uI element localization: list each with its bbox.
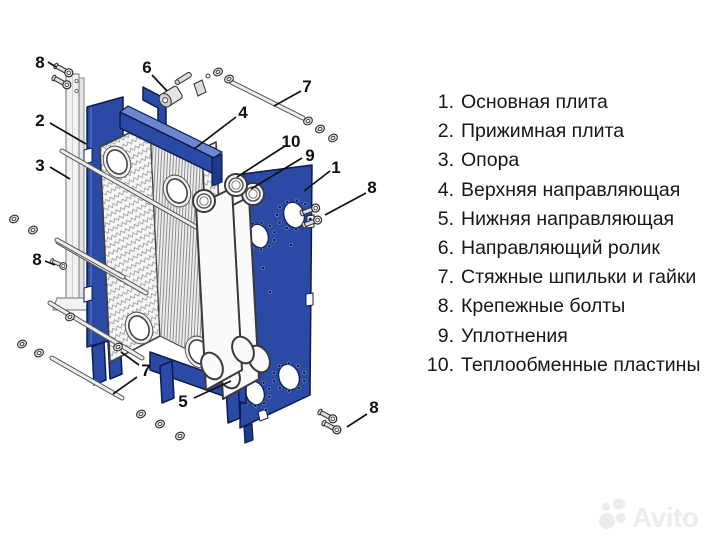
legend-item: 2. Прижимная плита [420, 117, 700, 146]
roller-bracket [193, 79, 207, 97]
heat-exchanger-exploded-diagram: 8 2 3 8 6 7 4 10 9 1 8 7 5 8 [7, 53, 379, 444]
legend-item-label: Теплообменные пластины [461, 353, 701, 376]
callout-8-bottom-right: 8 [369, 398, 378, 417]
support-column [52, 73, 98, 311]
legend-item-number: 8. [437, 295, 454, 318]
gasket-plates [192, 173, 271, 400]
nut [211, 66, 225, 78]
callout-6: 6 [142, 58, 151, 77]
pressure-plate-leg [91, 341, 107, 386]
avito-watermark-text: Avito [632, 502, 699, 533]
avito-logo-circle [616, 513, 626, 523]
legend-item-label: Прижимная плита [461, 120, 625, 143]
legend-item-label: Нижняя направляющая [461, 207, 675, 230]
legend-item: 1. Основная плита [420, 88, 700, 117]
legend-item-number: 4. [437, 178, 454, 201]
legend-item: 7. Стяжные шпильки и гайки [420, 263, 700, 292]
guide-roller [158, 71, 211, 108]
legend-item-number: 5. [437, 207, 454, 230]
nut [326, 132, 340, 144]
legend-item-number: 7. [437, 266, 454, 289]
callout-1: 1 [331, 158, 340, 177]
legend-item-number: 6. [437, 237, 454, 260]
tie-rods-external [47, 66, 340, 401]
main-plate-port [278, 363, 300, 391]
legend-item-number: 1. [437, 91, 454, 113]
legend-item: 5. Нижняя направляющая [420, 205, 700, 234]
avito-logo-circle [599, 513, 615, 529]
callout-9: 9 [305, 146, 314, 165]
legend-item: 4. Верхняя направляющая [420, 176, 700, 205]
nut [26, 224, 40, 236]
legend-item: 10. Теплообменные пластины [420, 351, 701, 380]
legend-item-number: 3. [437, 149, 454, 172]
callout-5: 5 [178, 392, 187, 411]
roller-pin [174, 71, 192, 86]
legend-item-label: Уплотнения [461, 324, 568, 347]
legend-item-label: Основная плита [461, 91, 608, 113]
nut [153, 418, 167, 430]
legend-item: 3. Опора [420, 146, 700, 175]
legend-item: 9. Уплотнения [420, 322, 700, 351]
gasket-plate [192, 173, 255, 391]
nut [15, 338, 29, 350]
legend-item-number: 2. [437, 120, 454, 143]
legend-item-label: Направляющий ролик [461, 237, 660, 260]
callout-7-top: 7 [302, 77, 311, 96]
callout-10: 10 [282, 132, 301, 151]
nut [313, 123, 327, 135]
nut [32, 347, 46, 359]
callout-3: 3 [35, 156, 44, 175]
callout-8-top-left: 8 [35, 53, 44, 72]
callout-8-right: 8 [367, 178, 376, 197]
legend: 1. Основная плита 2. Прижимная плита 3. Опо… [420, 88, 701, 380]
legend-item-label: Верхняя направляющая [461, 178, 681, 201]
avito-watermark: Avito [599, 498, 699, 533]
legend-item-label: Крепежные болты [461, 295, 626, 318]
legend-item-label: Стяжные шпильки и гайки [461, 266, 697, 289]
callout-4: 4 [238, 103, 248, 122]
bolt [315, 407, 339, 425]
legend-item: 6. Направляющий ролик [420, 234, 700, 263]
avito-logo-circle [602, 503, 610, 511]
avito-logo-circle [613, 498, 625, 510]
nut [7, 213, 21, 225]
legend-item-number: 9. [437, 324, 454, 347]
legend-item: 8. Крепежные болты [420, 292, 700, 321]
callout-7-bottom: 7 [141, 361, 150, 380]
nut [173, 430, 187, 442]
callout-8-left: 8 [32, 250, 41, 269]
legend-item-label: Опора [461, 149, 520, 172]
nut [134, 408, 148, 420]
legend-item-number: 10. [426, 353, 454, 376]
callout-leaders [44, 61, 368, 428]
callout-2: 2 [35, 111, 44, 130]
callout-numbers: 8 2 3 8 6 7 4 10 9 1 8 7 5 8 [32, 53, 378, 417]
